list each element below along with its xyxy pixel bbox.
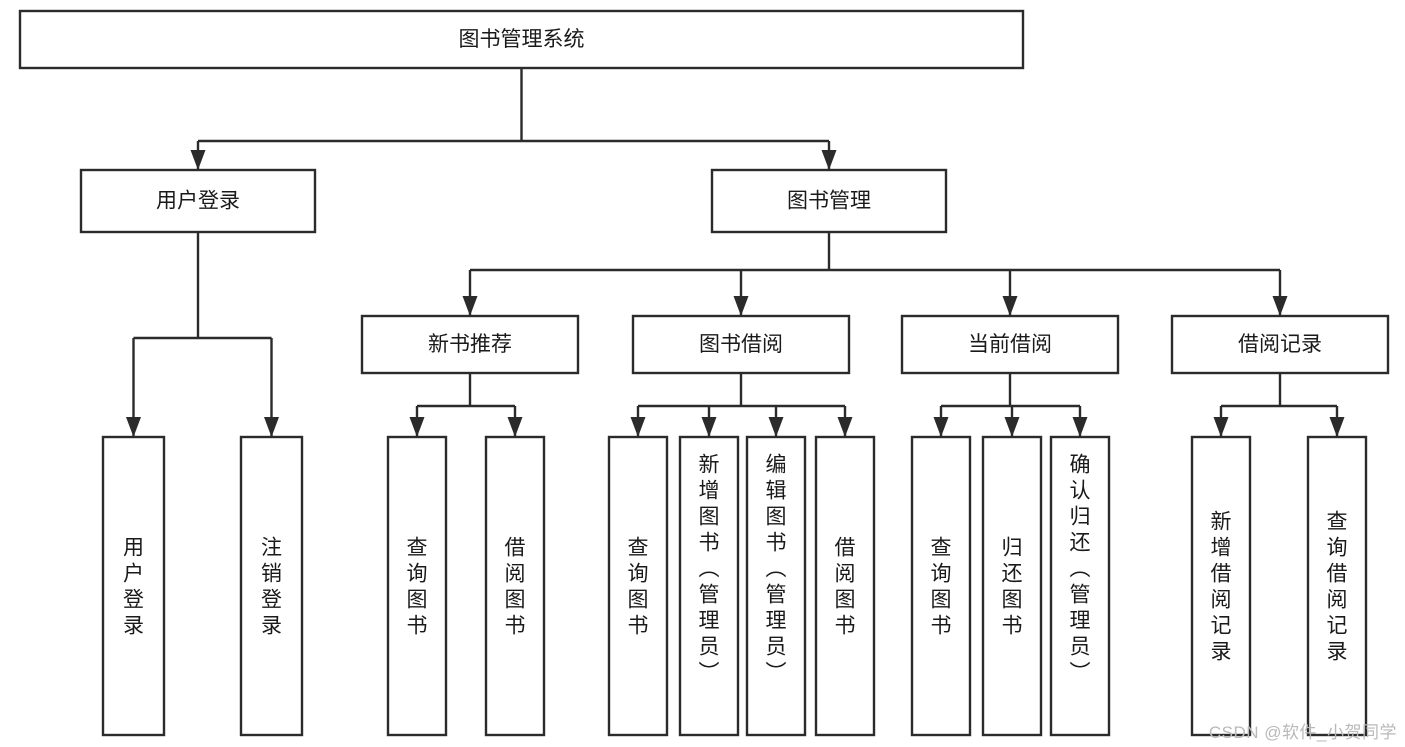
arrow-head-icon — [1213, 417, 1229, 437]
node-leaf-query-book-rec[interactable]: 查询图书 — [386, 435, 448, 737]
node-label-leaf-query-book-rec: 查询图书 — [407, 536, 428, 637]
node-box-leaf-borrow-book — [814, 435, 876, 737]
node-leaf-user-login[interactable]: 用户登录 — [101, 435, 166, 737]
node-leaf-query-book-borrow[interactable]: 查询图书 — [607, 435, 669, 737]
node-leaf-confirm-return-admin[interactable]: 确认归还︵管理员︶ — [1049, 435, 1111, 737]
node-box-leaf-add-borrow-record — [1190, 435, 1252, 737]
node-leaf-borrow-book-rec[interactable]: 借阅图书 — [484, 435, 546, 737]
node-label-leaf-return-book: 归还图书 — [1002, 536, 1023, 637]
node-label-borrow-record: 借阅记录 — [1238, 333, 1322, 356]
node-label-leaf-query-borrow-record: 查询借阅记录 — [1327, 510, 1348, 663]
node-box-leaf-borrow-book-rec — [484, 435, 546, 737]
node-box-leaf-confirm-return-admin — [1049, 435, 1111, 737]
arrow-head-icon — [190, 150, 206, 170]
node-box-leaf-logout — [239, 435, 304, 737]
node-label-root: 图书管理系统 — [459, 28, 585, 51]
connector-layer — [126, 68, 1345, 437]
arrow-head-icon — [126, 417, 141, 437]
arrow-head-icon — [409, 417, 425, 437]
node-box-leaf-return-book — [981, 435, 1043, 737]
node-root[interactable]: 图书管理系统 — [18, 9, 1025, 70]
node-box-leaf-edit-book-admin — [745, 435, 807, 737]
node-label-leaf-add-book-admin: 新增图书︵管理员︶ — [699, 453, 720, 684]
arrow-head-icon — [507, 417, 523, 437]
node-box-root — [18, 9, 1025, 70]
arrow-head-icon — [933, 417, 949, 437]
arrow-head-icon — [1002, 296, 1018, 316]
node-label-user-login: 用户登录 — [156, 190, 240, 213]
node-user-login[interactable]: 用户登录 — [79, 168, 317, 234]
node-box-leaf-query-book-cur — [910, 435, 972, 737]
node-leaf-query-book-cur[interactable]: 查询图书 — [910, 435, 972, 737]
node-label-leaf-borrow-book: 借阅图书 — [835, 536, 856, 637]
node-label-leaf-confirm-return-admin: 确认归还︵管理员︶ — [1070, 453, 1091, 684]
node-label-leaf-logout: 注销登录 — [261, 536, 282, 637]
arrow-head-icon — [462, 296, 478, 316]
node-box-current-borrow — [900, 314, 1120, 375]
node-box-leaf-query-book-rec — [386, 435, 448, 737]
node-leaf-borrow-book[interactable]: 借阅图书 — [814, 435, 876, 737]
arrow-head-icon — [1329, 417, 1345, 437]
arrow-head-icon — [1272, 296, 1288, 316]
node-box-leaf-add-book-admin — [678, 435, 740, 737]
node-leaf-edit-book-admin[interactable]: 编辑图书︵管理员︶ — [745, 435, 807, 737]
node-label-current-borrow: 当前借阅 — [968, 333, 1052, 356]
arrow-head-icon — [630, 417, 646, 437]
node-box-new-book-recommend — [360, 314, 580, 375]
arrow-head-icon — [264, 417, 279, 437]
arrow-head-icon — [768, 417, 784, 437]
node-layer: 图书管理系统用户登录图书管理新书推荐图书借阅当前借阅借阅记录用户登录注销登录查询… — [18, 9, 1390, 737]
arrow-head-icon — [701, 417, 717, 437]
node-leaf-logout[interactable]: 注销登录 — [239, 435, 304, 737]
arrow-head-icon — [837, 417, 853, 437]
node-leaf-query-borrow-record[interactable]: 查询借阅记录 — [1306, 435, 1368, 737]
node-book-manage[interactable]: 图书管理 — [710, 168, 948, 234]
node-leaf-add-borrow-record[interactable]: 新增借阅记录 — [1190, 435, 1252, 737]
node-label-leaf-query-book-cur: 查询图书 — [931, 536, 952, 637]
node-leaf-return-book[interactable]: 归还图书 — [981, 435, 1043, 737]
node-box-book-borrow — [631, 314, 851, 375]
node-box-leaf-query-borrow-record — [1306, 435, 1368, 737]
node-box-user-login — [79, 168, 317, 234]
node-label-book-manage: 图书管理 — [787, 190, 871, 213]
node-borrow-record[interactable]: 借阅记录 — [1170, 314, 1390, 375]
arrow-head-icon — [1072, 417, 1088, 437]
node-label-leaf-borrow-book-rec: 借阅图书 — [505, 536, 526, 637]
node-book-borrow[interactable]: 图书借阅 — [631, 314, 851, 375]
node-box-borrow-record — [1170, 314, 1390, 375]
node-new-book-recommend[interactable]: 新书推荐 — [360, 314, 580, 375]
node-label-new-book-recommend: 新书推荐 — [428, 333, 512, 356]
node-box-book-manage — [710, 168, 948, 234]
node-box-leaf-user-login — [101, 435, 166, 737]
node-current-borrow[interactable]: 当前借阅 — [900, 314, 1120, 375]
node-label-leaf-add-borrow-record: 新增借阅记录 — [1211, 510, 1232, 663]
arrow-head-icon — [1004, 417, 1020, 437]
node-label-book-borrow: 图书借阅 — [699, 333, 783, 356]
node-label-leaf-edit-book-admin: 编辑图书︵管理员︶ — [766, 453, 787, 684]
arrow-head-icon — [733, 296, 749, 316]
node-label-leaf-user-login: 用户登录 — [123, 536, 144, 637]
arrow-head-icon — [821, 150, 837, 170]
node-leaf-add-book-admin[interactable]: 新增图书︵管理员︶ — [678, 435, 740, 737]
node-label-leaf-query-book-borrow: 查询图书 — [628, 536, 649, 637]
node-box-leaf-query-book-borrow — [607, 435, 669, 737]
